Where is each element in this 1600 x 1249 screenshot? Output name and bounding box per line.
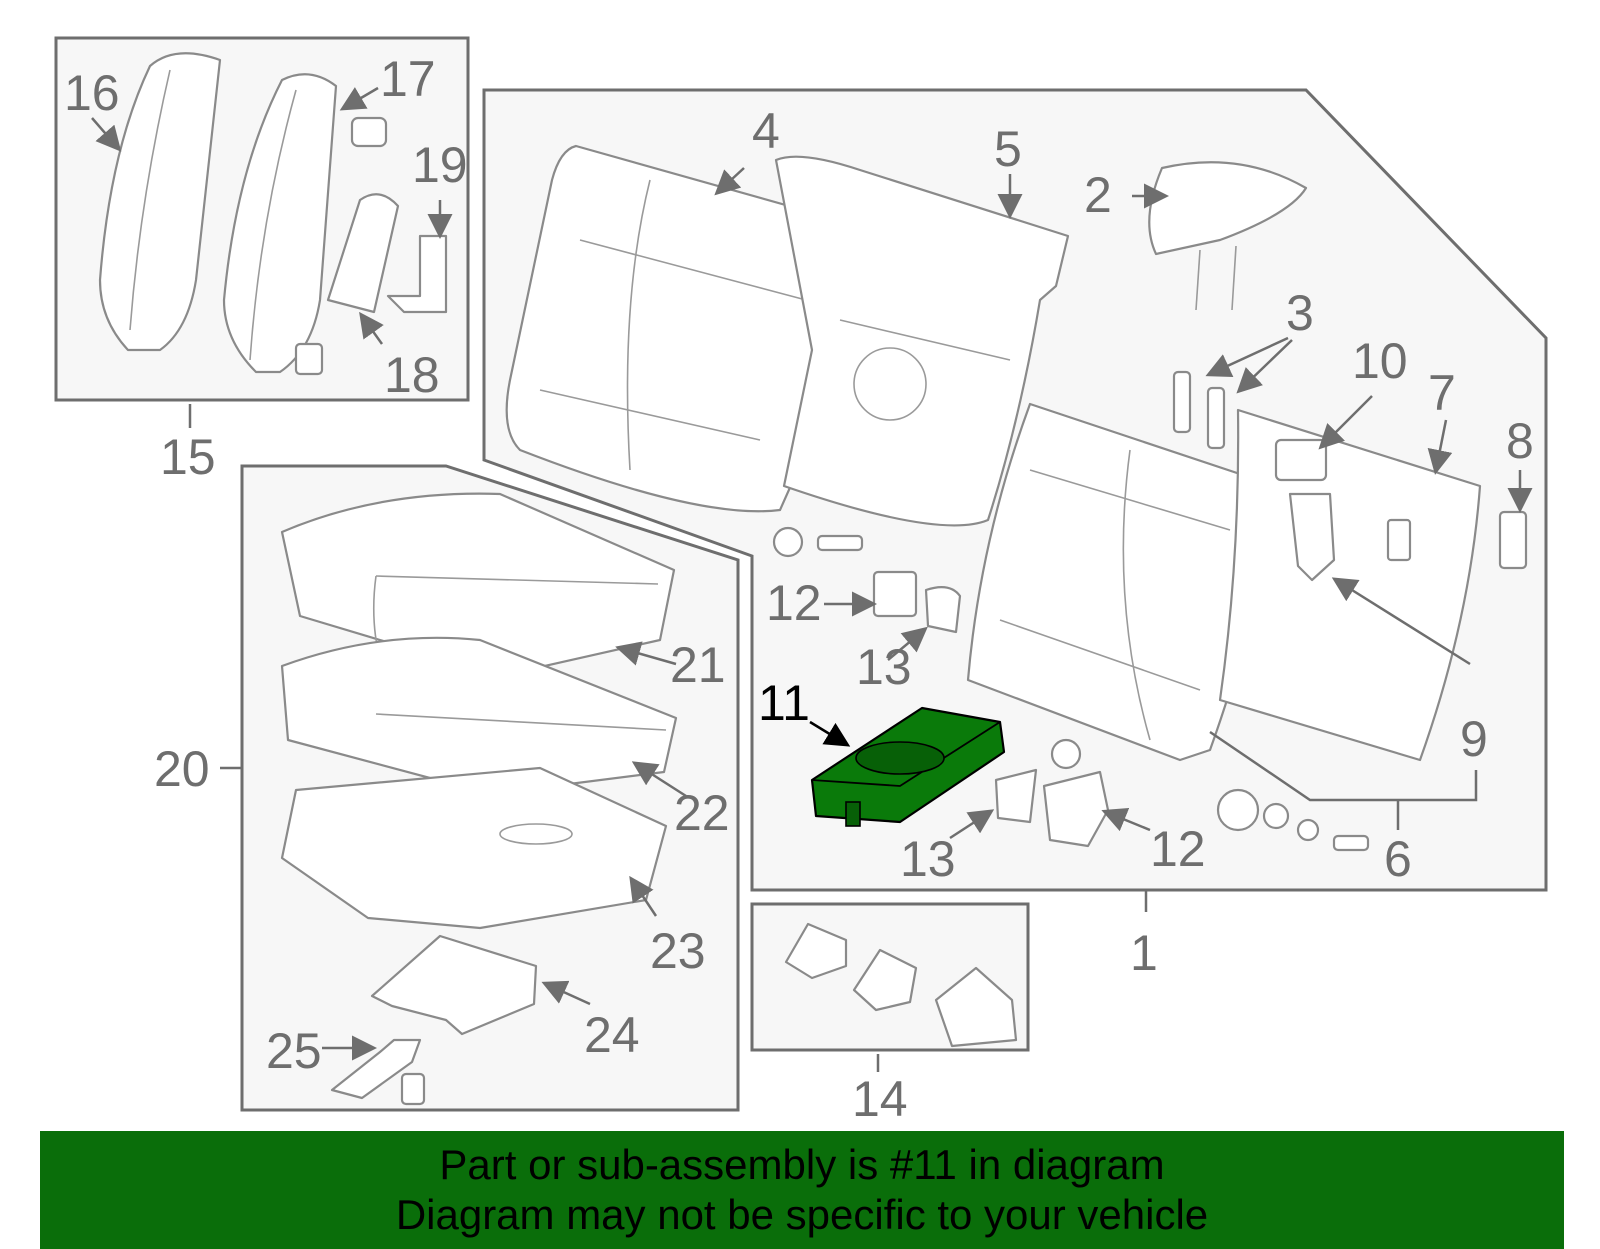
seatback-side-trim-17 [222, 73, 338, 376]
callout-2: 2 [1084, 167, 1112, 223]
callout-25: 25 [266, 1023, 322, 1079]
pivot-bracket-12-upper [872, 570, 918, 618]
callout-1: 1 [1130, 925, 1158, 981]
callout-10: 10 [1352, 333, 1408, 389]
bushing-13-lower [994, 768, 1038, 824]
callout-23: 23 [650, 923, 706, 979]
callout-7: 7 [1428, 365, 1456, 421]
leader-lines [91, 86, 1533, 1072]
callout-9: 9 [1460, 711, 1488, 767]
cushion-frame-23 [280, 766, 668, 930]
callout-8: 8 [1506, 413, 1534, 469]
callout-12-lower: 12 [1150, 821, 1206, 877]
callout-4: 4 [752, 103, 780, 159]
callout-12-upper: 12 [766, 575, 822, 631]
clip-17 [350, 116, 388, 148]
banner-line-2: Diagram may not be specific to your vehi… [395, 1191, 1209, 1238]
seatback-cushion-5 [774, 155, 1070, 527]
armrest-pad-18 [326, 193, 400, 314]
callout-18: 18 [384, 347, 440, 403]
callout-20: 20 [154, 741, 210, 797]
callout-5: 5 [994, 121, 1022, 177]
callout-22: 22 [674, 785, 730, 841]
callout-19: 19 [412, 137, 468, 193]
cushion-cover-21 [280, 492, 676, 678]
callout-14: 14 [852, 1071, 908, 1127]
callout-24: 24 [584, 1007, 640, 1063]
headrest-2 [1148, 161, 1308, 311]
seatback-side-trim-16 [98, 52, 222, 352]
latch-cover-8 [1498, 510, 1528, 570]
hook-25 [330, 1038, 426, 1106]
cupholder-armrest-11 [810, 706, 1006, 827]
hardware-bolts [772, 526, 1370, 852]
info-banner: Part or sub-assembly is #11 in diagram D… [40, 1131, 1564, 1249]
callout-15: 15 [160, 429, 216, 485]
bezel-10 [1274, 438, 1328, 482]
callout-13-upper: 13 [856, 639, 912, 695]
callout-21: 21 [670, 637, 726, 693]
callout-17: 17 [380, 51, 436, 107]
headrest-guide-3 [1172, 370, 1226, 450]
cushion-pad-22 [280, 636, 678, 796]
callout-16: 16 [64, 65, 120, 121]
latch-9 [1288, 492, 1336, 582]
callout-13-lower: 13 [900, 831, 956, 887]
callout-3: 3 [1286, 285, 1314, 341]
bushing-13-upper [924, 585, 962, 634]
pivot-bracket-12-lower [1042, 770, 1110, 848]
hinge-bracket-14 [784, 922, 1018, 1048]
callout-6: 6 [1384, 831, 1412, 887]
banner-line-1: Part or sub-assembly is #11 in diagram [439, 1141, 1165, 1188]
mount-bracket-24 [370, 934, 538, 1036]
callout-11: 11 [758, 675, 810, 731]
